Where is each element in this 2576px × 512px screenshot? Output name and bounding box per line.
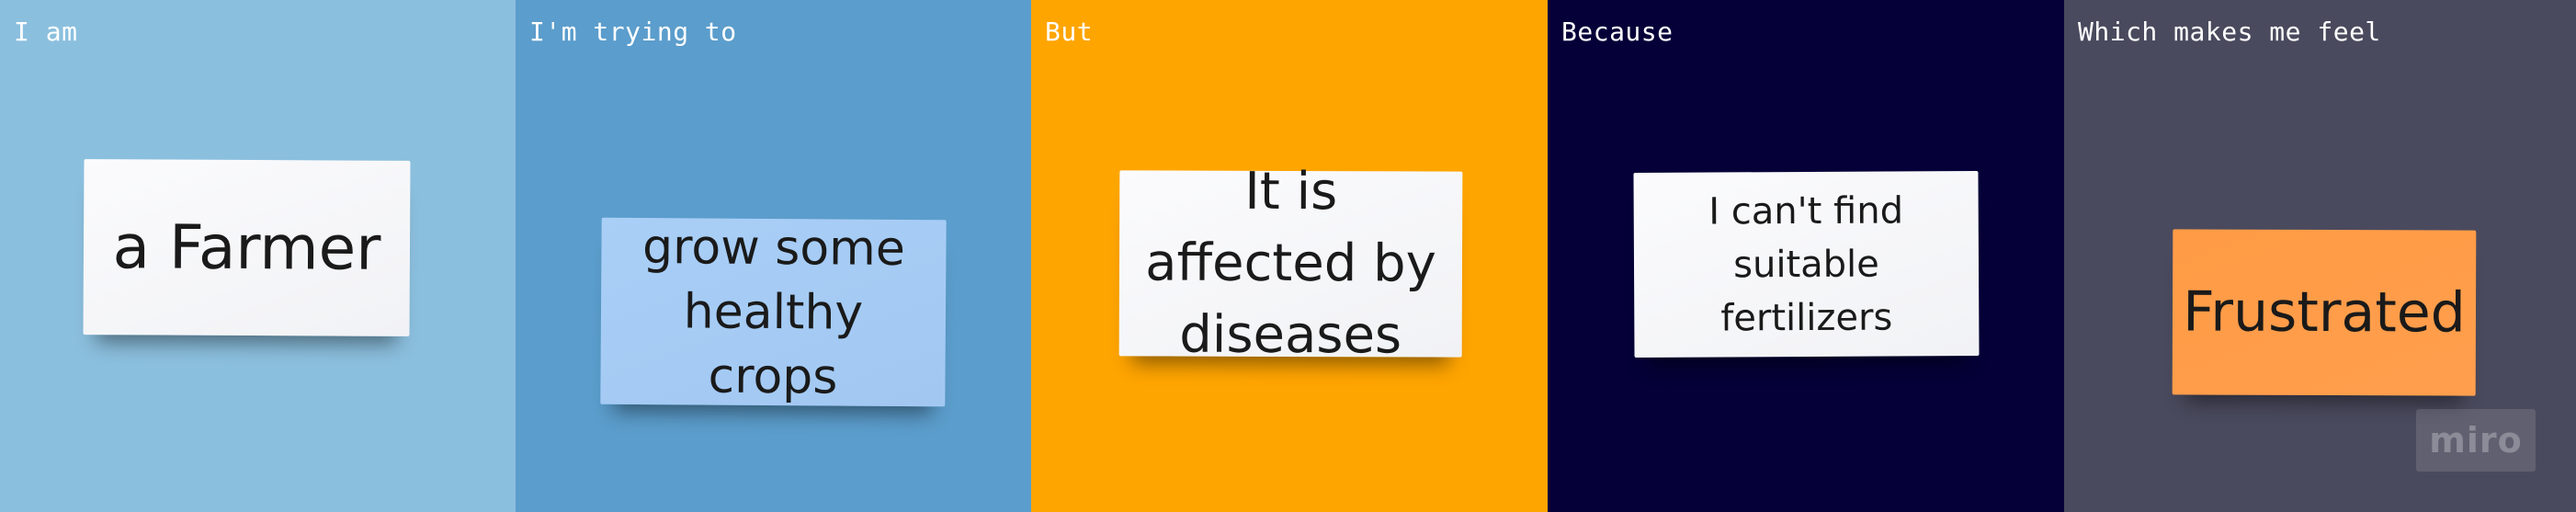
panel-i-am: I am a Farmer [0,0,516,512]
panel-trying-to: I'm trying to grow some healthy crops [516,0,1031,512]
sticky-note[interactable]: grow some healthy crops [600,217,947,407]
miro-logo-watermark[interactable]: miro [2416,409,2536,472]
panel-label: I'm trying to [529,17,737,47]
panel-label: But [1045,17,1094,47]
panel-label: Because [1561,17,1674,47]
panel-feel: Which makes me feel Frustrated miro [2064,0,2576,512]
panel-because: Because I can't find suitable fertilizer… [1548,0,2064,512]
sticky-note[interactable]: a Farmer [83,159,411,336]
panel-label: I am [14,17,78,47]
sticky-note[interactable]: Frustrated [2172,229,2477,396]
panel-but: But It is affected by diseases [1031,0,1548,512]
sticky-note[interactable]: I can't find suitable fertilizers [1633,171,1980,358]
panel-label: Which makes me feel [2078,17,2381,47]
sticky-note[interactable]: It is affected by diseases [1118,162,1463,365]
